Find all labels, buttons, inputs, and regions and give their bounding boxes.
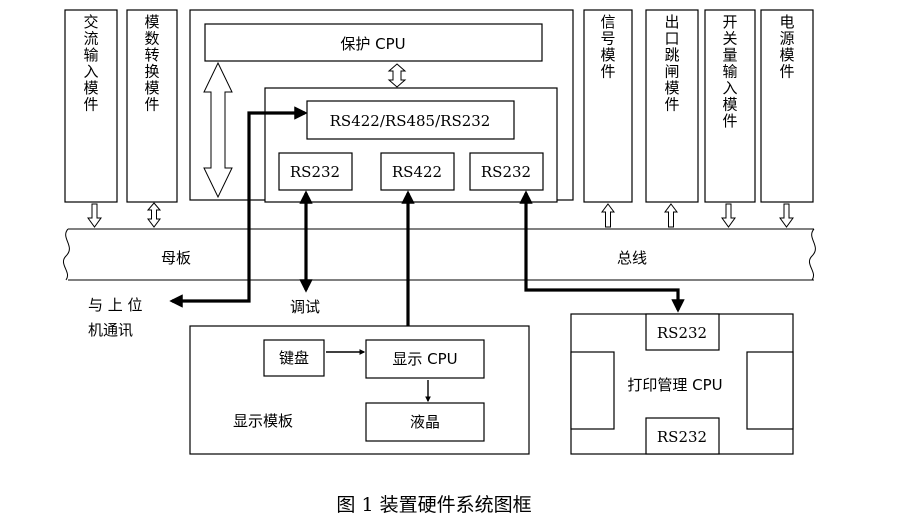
module-label-char: 件 — [664, 96, 679, 114]
module-label-char: 量 — [722, 46, 737, 64]
arrow-ad-double — [146, 202, 162, 228]
keyboard-label: 键盘 — [279, 349, 309, 367]
protect-cpu-label: 保护 CPU — [340, 35, 405, 53]
module-label-char: 模 — [83, 79, 98, 97]
protect-cpu-box — [204, 23, 543, 62]
display-cpu-label: 显示 CPU — [392, 350, 457, 368]
module-label-char: 闸 — [664, 63, 679, 81]
cpu-comm-hollow-arrow — [387, 63, 407, 88]
lcd-box — [365, 402, 485, 442]
rs-combo-box — [306, 100, 515, 140]
print-rs232-bottom-box — [645, 417, 720, 455]
upper-comm-line — [169, 106, 308, 308]
display-module: 键盘 显示 CPU 液晶 显示模板 — [189, 325, 530, 455]
print-rs232-top-label: RS232 — [657, 324, 707, 342]
module-label-char: 件 — [779, 63, 794, 81]
module-label-char: 件 — [600, 63, 615, 81]
display-cpu-box — [365, 339, 485, 379]
module-label-char: 转 — [144, 46, 159, 64]
rs232-a-label: RS232 — [290, 163, 340, 181]
rs422-box — [380, 152, 455, 191]
module-bus-arrows — [87, 202, 794, 228]
module-label-char: 模 — [144, 79, 159, 97]
module-label-char: 换 — [144, 63, 159, 81]
module-label-char: 模 — [779, 46, 794, 64]
print-rs232-bottom-label: RS232 — [657, 428, 707, 446]
display-module-label: 显示模板 — [233, 412, 293, 430]
print-cpu-label: 打印管理 CPU — [627, 376, 722, 394]
print-rs232-top-box — [645, 313, 720, 351]
module-label-char: 入 — [83, 63, 98, 81]
module-label-char: 源 — [779, 30, 794, 48]
upper-comm-label-2: 机通讯 — [88, 321, 133, 339]
rs232-b-label: RS232 — [481, 163, 531, 181]
module-label-char: 跳 — [664, 46, 679, 64]
module-label-char: 模 — [664, 79, 679, 97]
rs422-label: RS422 — [392, 163, 442, 181]
figure-caption: 图 1 装置硬件系统图框 — [336, 494, 531, 516]
module-label-char: 件 — [722, 112, 737, 130]
module-label-char: 模 — [600, 46, 615, 64]
module-label-char: 入 — [722, 79, 737, 97]
print-link-line — [519, 190, 685, 313]
cpu-board: 保护 CPU RS422/RS485/RS232 RS232 RS422 RS2… — [189, 9, 574, 203]
module-label-char: 输 — [722, 63, 737, 81]
module-label-char: 电 — [779, 13, 794, 31]
lcd-label: 液晶 — [410, 413, 440, 431]
module-label-char: 输 — [83, 46, 98, 64]
debug-label: 调试 — [290, 298, 320, 316]
print-side-right — [746, 351, 794, 430]
module-label-char: 信 — [600, 13, 615, 31]
print-module: RS232 打印管理 CPU RS232 — [570, 313, 794, 455]
bus-label: 总线 — [617, 249, 647, 267]
module-label-char: 关 — [722, 30, 737, 48]
module-label-char: 模 — [722, 96, 737, 114]
arrow-trip-up — [664, 203, 678, 228]
keyboard-box — [263, 339, 325, 377]
module-label-char: 件 — [144, 96, 159, 114]
rs-combo-label: RS422/RS485/RS232 — [330, 112, 491, 130]
rs232-b-box — [469, 152, 544, 191]
module-label-char: 口 — [664, 30, 679, 48]
module-label-char: 开 — [722, 13, 737, 31]
module-label-char: 出 — [664, 13, 679, 31]
arrow-power-down — [779, 203, 794, 228]
motherboard-label: 母板 — [161, 249, 191, 267]
module-label-char: 流 — [83, 30, 98, 48]
arrow-signal-up — [601, 203, 615, 228]
module-label-char: 数 — [144, 30, 159, 48]
module-label-char: 交 — [83, 13, 98, 31]
module-label-char: 件 — [83, 96, 98, 114]
print-side-left — [570, 351, 615, 430]
arrow-switch-down — [721, 203, 736, 228]
upper-comm-label-1: 与 上 位 — [88, 296, 143, 314]
module-label-char: 号 — [600, 30, 615, 48]
arrow-ac-down — [87, 203, 102, 228]
module-label-char: 模 — [144, 13, 159, 31]
